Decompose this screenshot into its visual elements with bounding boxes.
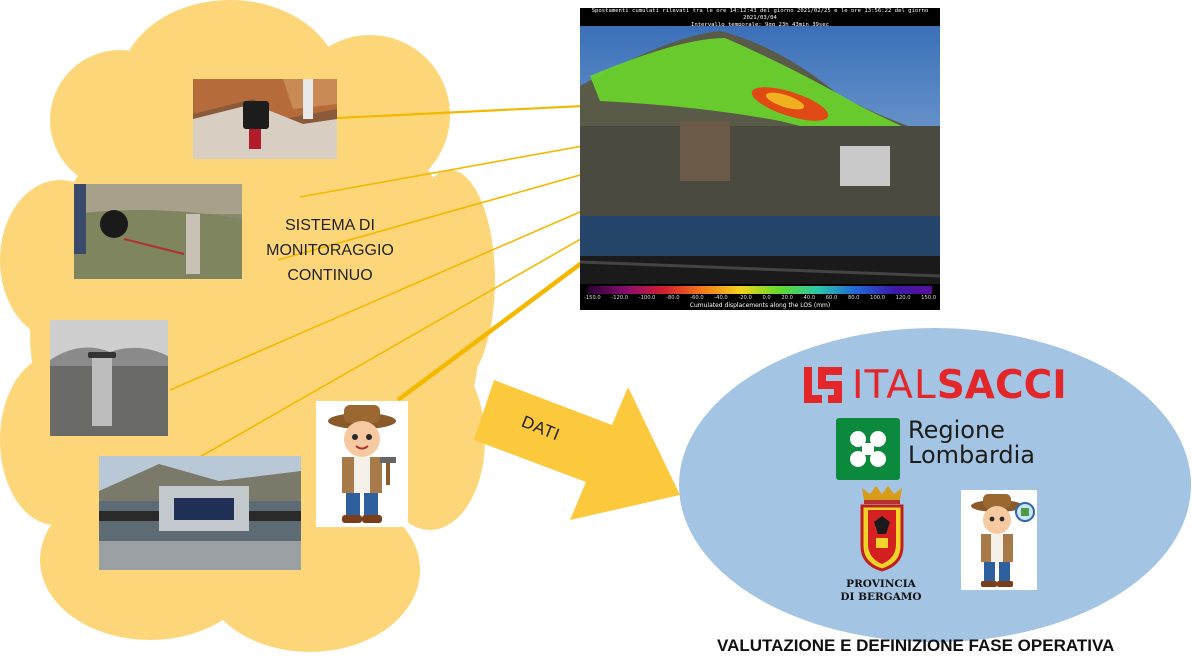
regione-lombardia-text: Regione Lombardia (908, 418, 1035, 468)
italsacci-text-ital: ITAL (852, 362, 937, 408)
radar-scene (580, 26, 940, 284)
colorbar-tick: -40.0 (714, 295, 728, 301)
colorbar-tick: 60.0 (825, 295, 838, 301)
regione-lombardia-logo-icon (836, 418, 900, 480)
monitoring-system-label: SISTEMA DI MONITORAGGIO CONTINUO (240, 213, 420, 288)
provincia-line-2: DI BERGAMO (840, 591, 922, 603)
colorbar-tick: 0.0 (762, 295, 771, 301)
colorbar-tick: -120.0 (611, 295, 629, 301)
italsacci-logo: ITAL SACCI (804, 362, 1067, 408)
italsacci-text-sacci: SACCI (936, 362, 1067, 408)
regione-line-1: Regione (908, 416, 1005, 444)
colorbar-tick: -150.0 (584, 295, 601, 301)
colorbar-tick: 150.0 (921, 295, 936, 301)
colorbar-caption: Cumulated displacements along the LOS (m… (689, 302, 831, 309)
italsacci-mark-icon (804, 367, 842, 403)
photo-field-borehole (74, 184, 242, 279)
radar-header-line-1: Spostamenti cumulati rilevati tra le ore… (591, 8, 929, 21)
colorbar-tick: 100.0 (870, 295, 885, 301)
colorbar-tick: -60.0 (690, 295, 704, 301)
provincia-bergamo-text: PROVINCIA DI BERGAMO (833, 578, 929, 604)
photo-radar-station (99, 456, 301, 570)
colorbar (588, 286, 932, 294)
provincia-bergamo-crest-icon (856, 484, 908, 574)
colorbar-tick: -80.0 (666, 295, 680, 301)
stakeholders-ellipse (679, 328, 1191, 642)
geologist-mascot-icon (316, 401, 408, 527)
operational-phase-title: VALUTAZIONE E DEFINIZIONE FASE OPERATIVA (717, 636, 1115, 655)
colorbar-ticks: -150.0 -120.0 -100.0 -80.0 -60.0 -40.0 -… (584, 295, 936, 301)
provincia-line-1: PROVINCIA (846, 578, 916, 590)
radar-header: Spostamenti cumulati rilevati tra le ore… (580, 8, 940, 29)
regione-line-2: Lombardia (908, 441, 1036, 469)
colorbar-tick: 20.0 (781, 295, 793, 301)
label-line-1: SISTEMA DI (285, 217, 375, 234)
photo-gps-antenna (50, 320, 168, 436)
colorbar-tick: -20.0 (738, 295, 752, 301)
colorbar-tick: -100.0 (638, 295, 656, 301)
photo-rock-sensor (193, 79, 337, 159)
label-line-2: MONITORAGGIO (266, 242, 394, 259)
colorbar-tick: 40.0 (803, 295, 816, 301)
colorbar-tick: 80.0 (847, 295, 860, 301)
label-line-3: CONTINUO (287, 267, 373, 284)
colorbar-tick: 120.0 (895, 295, 911, 301)
radar-header-line-2: Intervallo temporale: 9gg 23h 43min 39se… (690, 22, 830, 28)
municipality-geologist-icon (961, 490, 1037, 590)
radar-displacement-map: Spostamenti cumulati rilevati tra le ore… (580, 8, 940, 310)
data-arrow (474, 380, 680, 520)
